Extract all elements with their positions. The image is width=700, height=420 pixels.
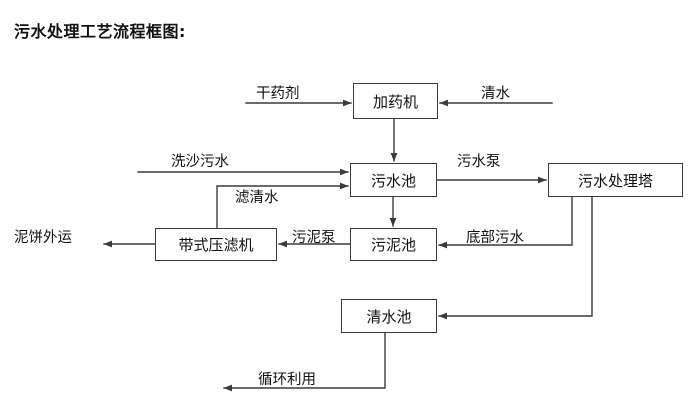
node-belt-filter-press[interactable]: 带式压滤机 — [155, 228, 277, 261]
page-title: 污水处理工艺流程框图: — [14, 22, 186, 41]
node-label: 加药机 — [372, 92, 418, 111]
edge-label-filtered-water: 滤清水 — [235, 190, 279, 206]
edge-label-recycle-reuse: 循环利用 — [258, 372, 316, 388]
node-wastewater-pool[interactable]: 污水池 — [350, 163, 437, 197]
terminal-label-mud-cake-out: 泥饼外运 — [14, 230, 72, 246]
node-sludge-pool[interactable]: 污泥池 — [350, 228, 437, 261]
edge-tower-to-sludge-pool — [438, 196, 573, 249]
node-label: 污水处理塔 — [577, 171, 653, 190]
node-label: 带式压滤机 — [178, 236, 254, 254]
edge-label-sludge-pump: 污泥泵 — [292, 230, 336, 246]
node-treatment-tower[interactable]: 污水处理塔 — [548, 163, 683, 197]
node-dosing-machine[interactable]: 加药机 — [353, 83, 438, 119]
edge-clearwater-pool-to-recycle — [223, 332, 386, 392]
node-label: 污泥池 — [370, 236, 416, 254]
edge-label-sewage-pump: 污水泵 — [457, 154, 501, 170]
edge-label-bottom-sewage: 底部污水 — [466, 230, 524, 246]
edge-label-sand-wash-sewage: 洗沙污水 — [171, 154, 229, 170]
edge-label-clean-water: 清水 — [481, 86, 510, 102]
edge-label-dry-chemical: 干药剂 — [256, 86, 300, 102]
node-clear-water-pool[interactable]: 清水池 — [341, 299, 437, 333]
edge-filterpress-to-wastewater-pool — [216, 182, 349, 229]
edge-tower-to-clearwater-pool — [438, 196, 593, 320]
node-label: 清水池 — [366, 307, 412, 326]
node-label: 污水池 — [370, 171, 416, 190]
